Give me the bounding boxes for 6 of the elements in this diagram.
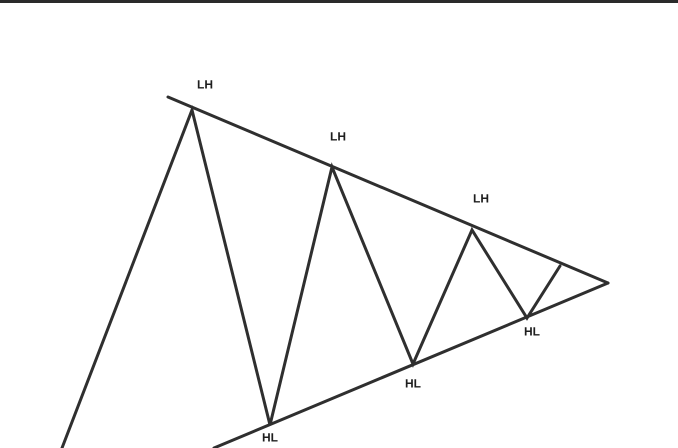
swing-point-label: LH xyxy=(197,78,213,92)
swing-point-label: LH xyxy=(330,130,346,144)
swing-point-label: LH xyxy=(473,192,489,206)
swing-point-label: HL xyxy=(262,432,278,444)
swing-point-label: HL xyxy=(405,378,421,390)
swing-point-label: HL xyxy=(524,326,540,338)
